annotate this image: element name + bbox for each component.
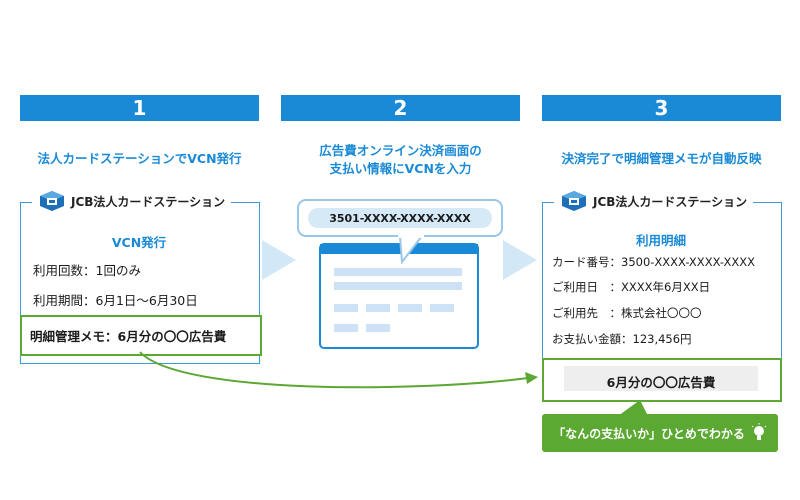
usage-date: ご利用日 ：XXXX年6月XX日 — [552, 280, 711, 294]
chevron-right-icon — [262, 240, 296, 280]
chevron-right-icon — [503, 240, 537, 280]
card-1-logo-text: JCB法人カードステーション — [71, 194, 226, 209]
payment-amount: お支払い金額：123,456円 — [552, 332, 692, 346]
lightbulb-icon — [751, 423, 767, 440]
card-1-memo: 明細管理メモ：6月分の〇〇広告費 — [30, 329, 227, 344]
card-number-input: 3501-XXXX-XXXX-XXXX — [329, 212, 471, 225]
step-2-number: 2 — [393, 96, 408, 120]
step-2-bar: 2 — [281, 95, 520, 121]
card-3-logo-text: JCB法人カードステーション — [593, 194, 748, 209]
jcb-logo-icon — [40, 191, 64, 211]
payment-screen-illustration — [297, 199, 503, 349]
step-3-number: 3 — [654, 96, 669, 120]
card-1-logo: JCB法人カードステーション — [32, 190, 232, 212]
card-number: カード番号：3500-XXXX-XXXX-XXXX — [552, 255, 755, 269]
step-1-bar: 1 — [20, 95, 259, 121]
usage-period: 利用期間：6月1日〜6月30日 — [33, 293, 198, 308]
card-1-heading: VCN発行 — [111, 235, 167, 250]
card-3-logo: JCB法人カードステーション — [554, 190, 754, 212]
card-3-heading: 利用明細 — [635, 233, 686, 248]
callout-text: 「なんの支払いか」ひとめでわかる — [553, 426, 745, 441]
usage-count: 利用回数：1回のみ — [33, 263, 141, 278]
callout-pointer — [618, 400, 648, 416]
step-3-bar: 3 — [542, 95, 781, 121]
step-1-title: 法人カードステーションでVCN発行 — [37, 151, 242, 166]
step-1-number: 1 — [132, 96, 147, 120]
jcb-logo-icon — [562, 191, 586, 211]
card-1-memo-box — [20, 315, 262, 356]
card-3-memo: 6月分の〇〇広告費 — [606, 375, 716, 390]
step-2-title: 広告費オンライン決済画面の 支払い情報にVCNを入力 — [319, 143, 482, 176]
card-3-memo-field — [564, 366, 758, 391]
callout-badge: 「なんの支払いか」ひとめでわかる — [542, 414, 778, 452]
merchant: ご利用先 ：株式会社〇〇〇 — [552, 306, 702, 320]
step-3-title: 決済完了で明細管理メモが自動反映 — [561, 151, 762, 166]
